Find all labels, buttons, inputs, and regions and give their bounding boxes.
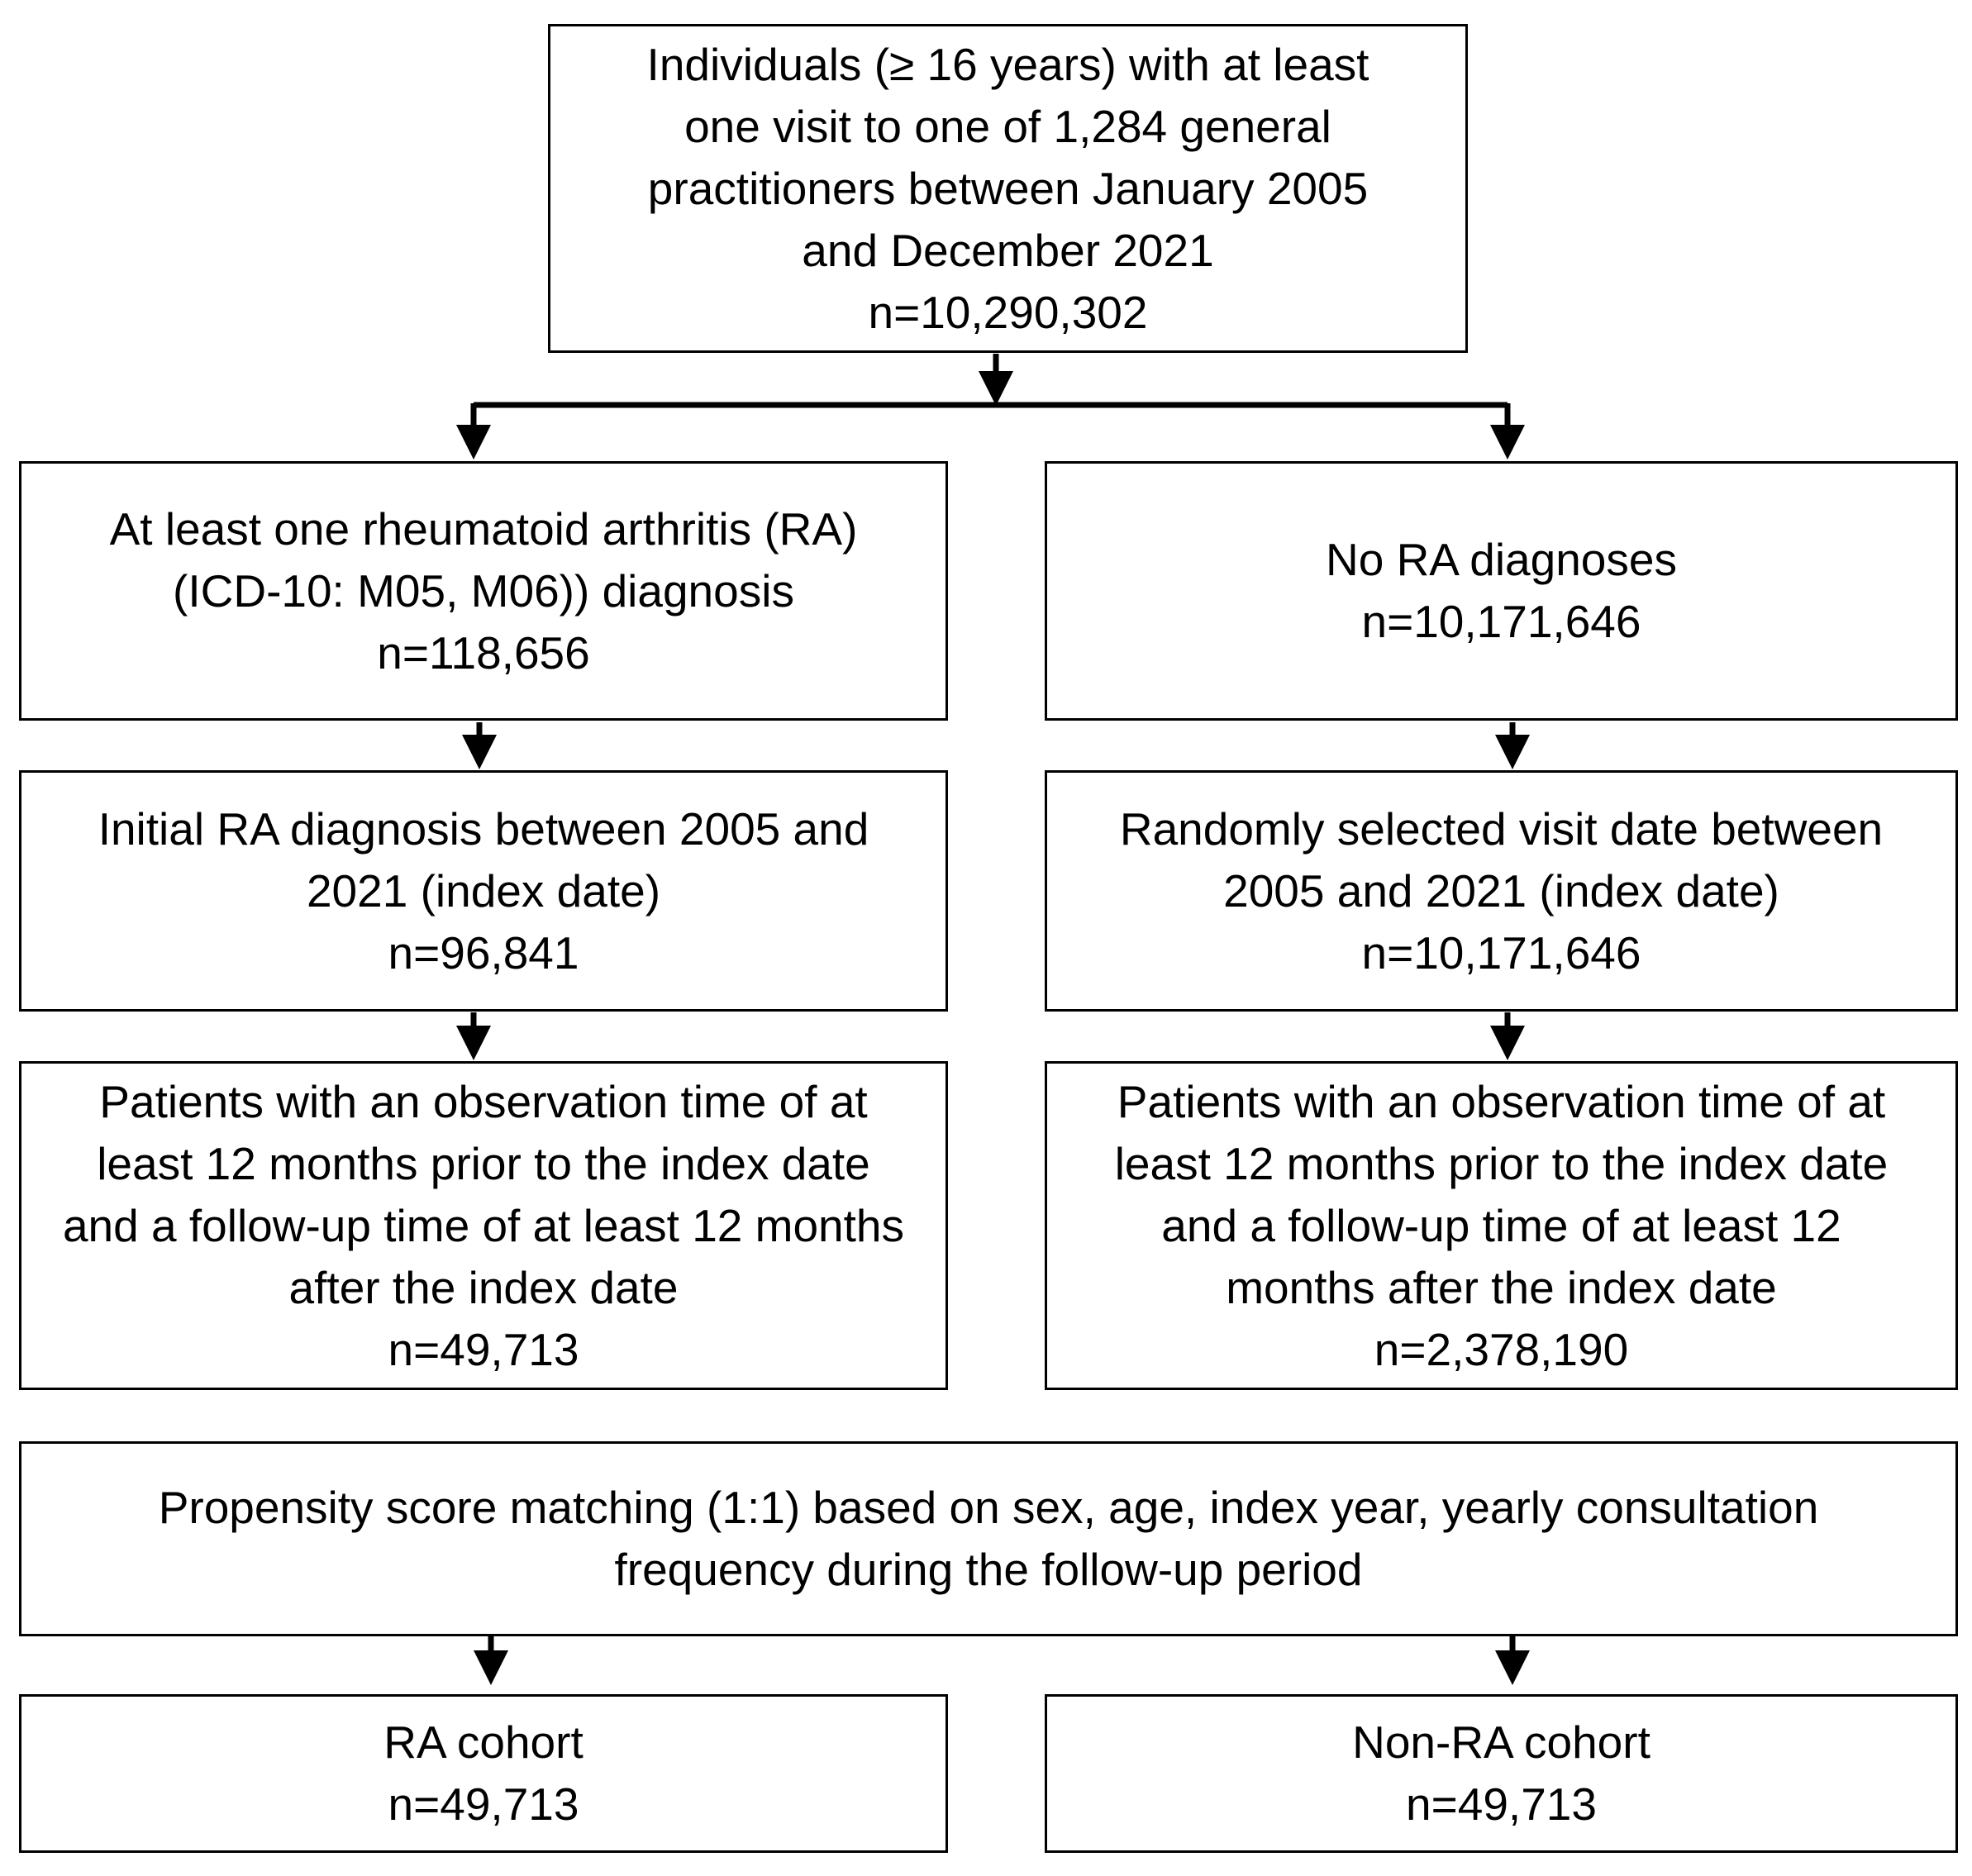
initial-ra-diagnosis-text: Initial RA diagnosis between 2005 and — [98, 802, 869, 855]
ra-observation-box: Patients with an observation time of at … — [19, 1061, 948, 1390]
ra-diagnosis-text: (ICD-10: M05, M06)) diagnosis — [173, 564, 794, 617]
non-ra-observation-text: Patients with an observation time of at — [1117, 1075, 1886, 1127]
initial-ra-diagnosis-box: Initial RA diagnosis between 2005 and 20… — [19, 770, 948, 1012]
ra-observation-text: least 12 months prior to the index date — [97, 1137, 870, 1189]
random-visit-date-box: Randomly selected visit date between 200… — [1045, 770, 1958, 1012]
source-population-text: one visit to one of 1,284 general — [684, 100, 1331, 152]
ra-observation-text: and a follow-up time of at least 12 mont… — [62, 1199, 905, 1251]
ra-cohort-label: RA cohort — [383, 1716, 584, 1768]
non-ra-observation-count: n=2,378,190 — [1374, 1323, 1629, 1375]
non-ra-observation-text: and a follow-up time of at least 12 — [1161, 1199, 1841, 1251]
propensity-matching-text: Propensity score matching (1:1) based on… — [158, 1482, 1819, 1533]
propensity-matching-text: frequency during the follow-up period — [614, 1544, 1363, 1595]
non-ra-observation-box: Patients with an observation time of at … — [1045, 1061, 1958, 1390]
ra-diagnosis-text: At least one rheumatoid arthritis (RA) — [109, 502, 858, 555]
source-population-text: and December 2021 — [802, 224, 1214, 276]
ra-diagnosis-box: At least one rheumatoid arthritis (RA) (… — [19, 461, 948, 721]
non-ra-cohort-count: n=49,713 — [1406, 1778, 1597, 1830]
ra-diagnosis-count: n=118,656 — [377, 626, 590, 679]
non-ra-observation-text: least 12 months prior to the index date — [1114, 1137, 1889, 1189]
source-population-text: practitioners between January 2005 — [647, 162, 1369, 214]
non-ra-cohort-box: Non-RA cohort n=49,713 — [1045, 1694, 1958, 1853]
no-ra-text: No RA diagnoses — [1326, 534, 1677, 585]
ra-cohort-box: RA cohort n=49,713 — [19, 1694, 948, 1853]
no-ra-count: n=10,171,646 — [1361, 596, 1641, 647]
source-population-count: n=10,290,302 — [868, 286, 1148, 338]
ra-observation-text: after the index date — [288, 1261, 679, 1313]
initial-ra-diagnosis-count: n=96,841 — [388, 926, 579, 978]
propensity-matching-box: Propensity score matching (1:1) based on… — [19, 1441, 1958, 1636]
random-visit-date-count: n=10,171,646 — [1361, 926, 1641, 978]
random-visit-date-text: Randomly selected visit date between — [1119, 802, 1884, 855]
no-ra-box: No RA diagnoses n=10,171,646 — [1045, 461, 1958, 721]
ra-cohort-count: n=49,713 — [388, 1778, 579, 1830]
source-population-box: Individuals (≥ 16 years) with at least o… — [548, 24, 1468, 353]
non-ra-cohort-label: Non-RA cohort — [1352, 1716, 1650, 1768]
ra-observation-text: Patients with an observation time of at — [99, 1075, 868, 1127]
source-population-text: Individuals (≥ 16 years) with at least — [646, 38, 1369, 90]
ra-observation-count: n=49,713 — [388, 1323, 579, 1375]
non-ra-observation-text: months after the index date — [1226, 1261, 1777, 1313]
random-visit-date-text: 2005 and 2021 (index date) — [1223, 864, 1779, 917]
initial-ra-diagnosis-text: 2021 (index date) — [306, 864, 661, 917]
